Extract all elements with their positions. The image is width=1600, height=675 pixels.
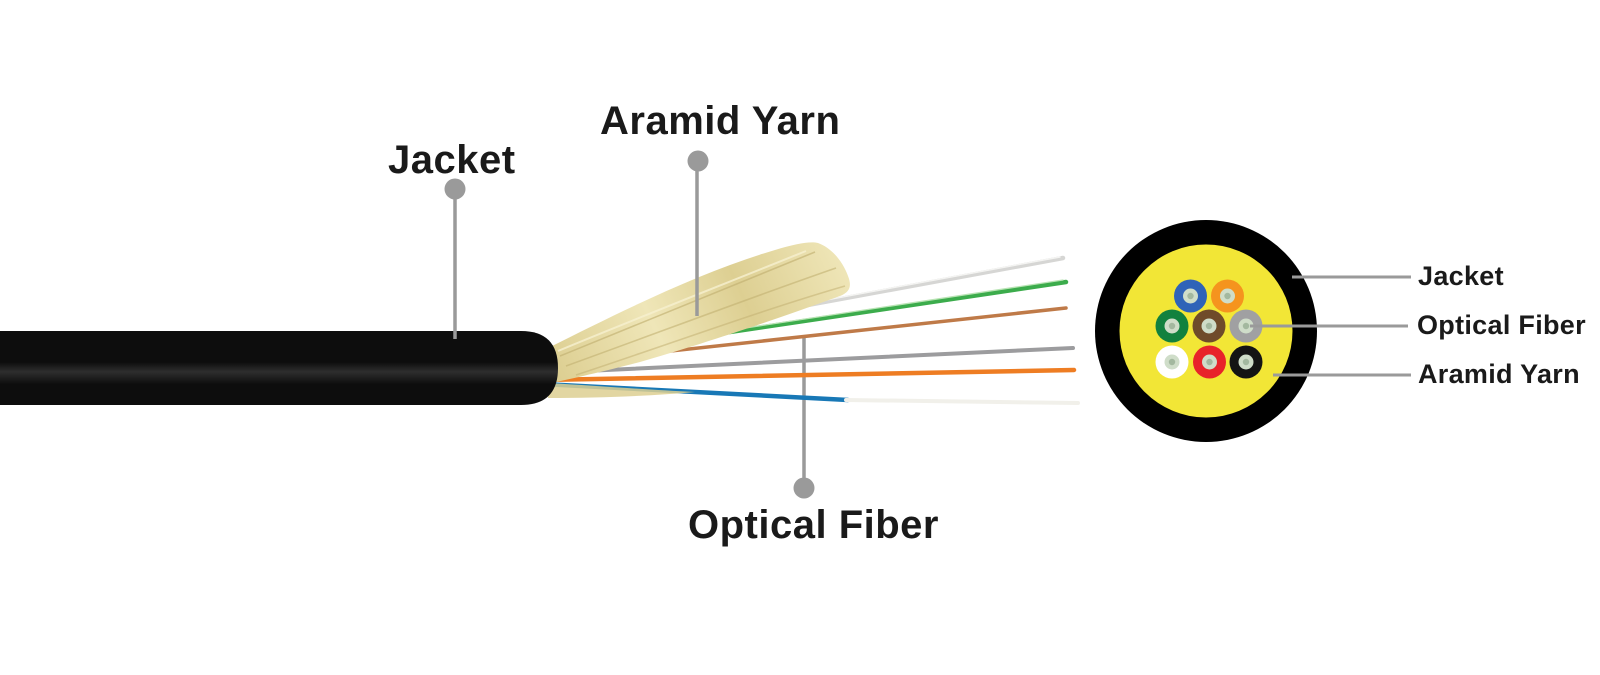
cs-fiber-brown <box>1192 309 1226 343</box>
cross-section-jacket-label: Jacket <box>1418 261 1504 291</box>
aramid-yarn-underwisp <box>548 383 695 398</box>
optical-fiber-pointer-dot <box>793 477 815 499</box>
cross-section-optical-fiber-label: Optical Fiber <box>1417 310 1586 340</box>
cs-fiber-white <box>1155 345 1189 379</box>
cs-fiber-red <box>1193 345 1226 379</box>
optical-fiber-label: Optical Fiber <box>688 503 939 547</box>
fan-fiber-white-tip <box>844 398 1080 405</box>
aramid-yarn-shape <box>548 242 850 383</box>
cs-fiber-green <box>1155 309 1189 343</box>
cross-section-aramid-yarn-label: Aramid Yarn <box>1418 359 1580 389</box>
cs-fiber-black <box>1229 345 1263 379</box>
fan-fiber-gray <box>540 346 1075 375</box>
aramid-pointer-dot <box>687 150 709 172</box>
jacket-pointer-dot <box>444 178 466 200</box>
yarn-strand-line <box>559 251 816 357</box>
cs-fiber-gray <box>1229 309 1263 343</box>
yarn-strand-line <box>575 285 846 376</box>
aramid-yarn-bundle <box>548 242 850 398</box>
yarn-strand-line <box>565 267 837 367</box>
jacket-label: Jacket <box>388 138 516 182</box>
cable-jacket <box>0 331 558 405</box>
yarn-strand-highlight <box>557 250 807 352</box>
aramid-yarn-label: Aramid Yarn <box>600 99 841 143</box>
cable-cross-section <box>1095 220 1317 442</box>
cs-fiber-blue <box>1174 279 1207 313</box>
cs-fiber-orange <box>1211 279 1244 313</box>
fan-fiber-orange <box>539 367 1077 383</box>
